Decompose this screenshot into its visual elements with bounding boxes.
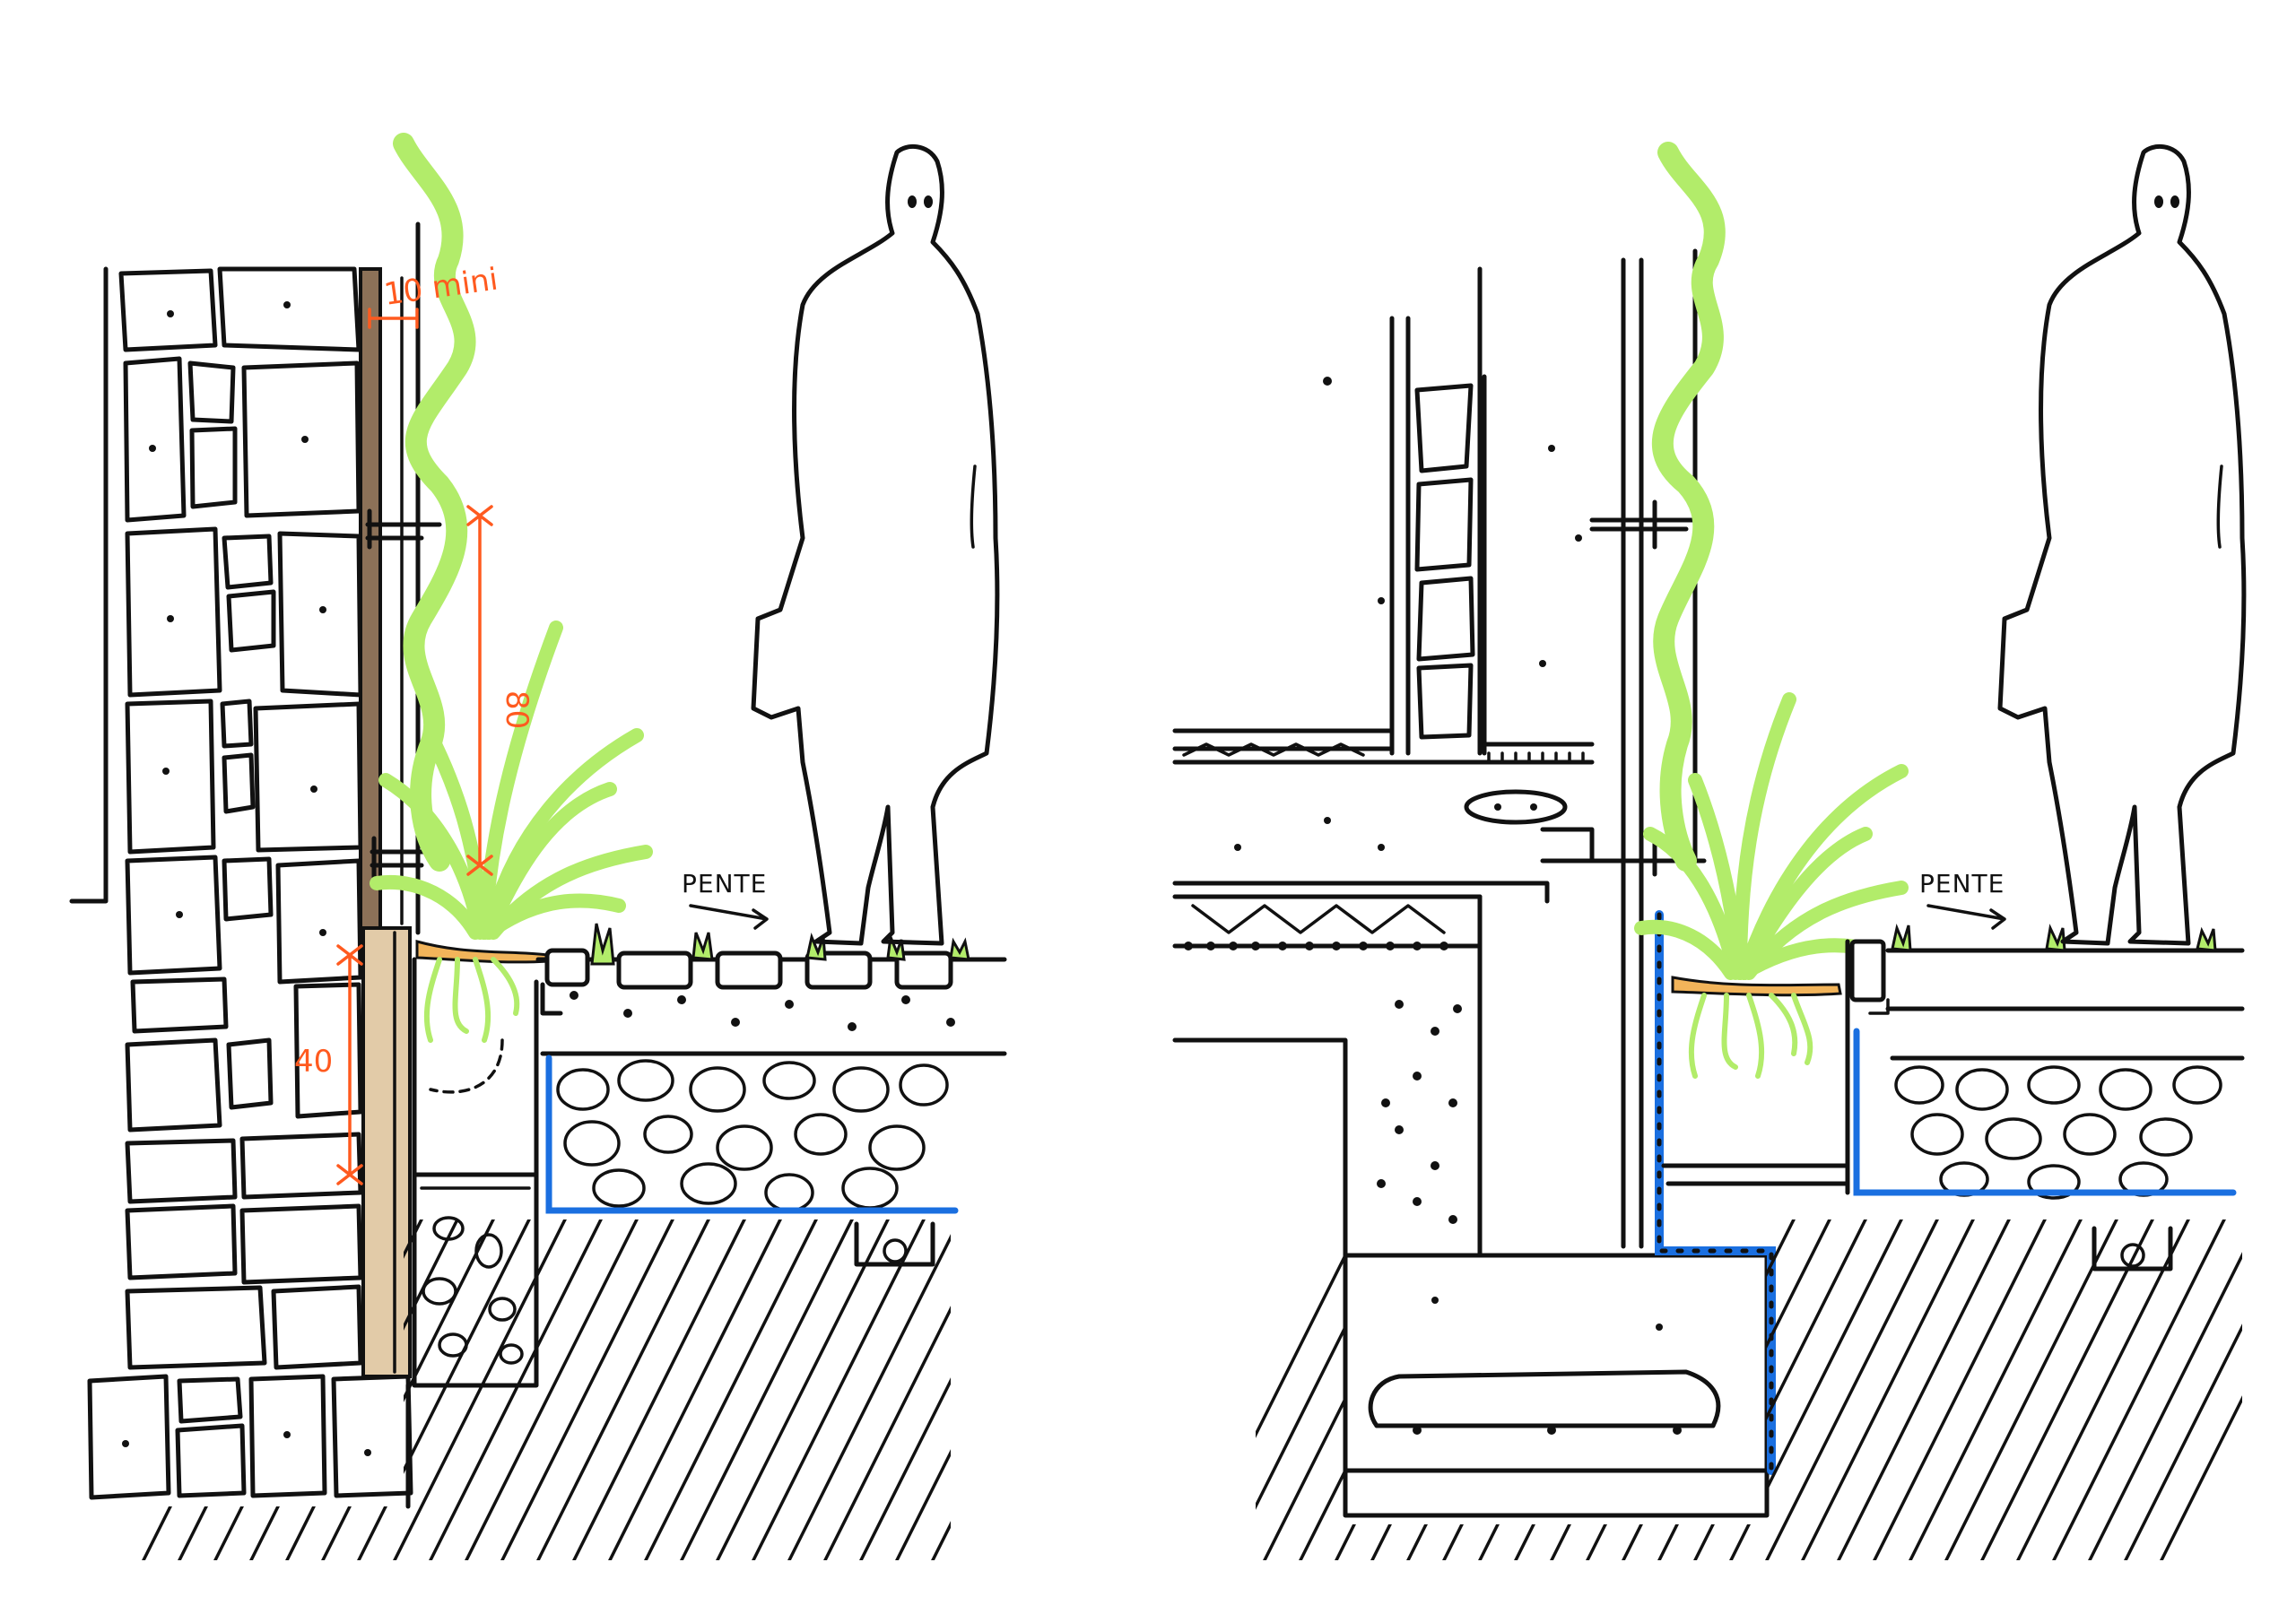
geotextile-membrane-right [1853,1028,2237,1196]
dimension-depth: 40 [294,944,363,1185]
geotextile-membrane [545,1055,959,1214]
bracket-lower [370,836,433,880]
grass-plant [370,621,653,940]
plant-roots-right [1688,993,1813,1079]
slope-annotation-right: PENTE [1919,869,2006,930]
drain-pipe-right [2092,1226,2173,1271]
slope-label-left: PENTE [682,869,767,898]
dimension-height-label: 80 [499,690,535,729]
dimension-gap-label: 10 mini [382,262,500,313]
dimension-depth-label: 40 [294,1044,333,1080]
right-section: PENTE [1172,142,2247,1560]
person-silhouette-right [1997,143,2247,946]
gravel-subbase-right [1894,1065,2222,1200]
wall-face-line [69,266,109,904]
masonry-wall [1389,266,1487,756]
waterproofing-membrane [1655,910,1776,1475]
plant-roots [423,957,520,1043]
bracket-upper [365,508,442,550]
paving-slabs [540,948,953,1016]
left-section: PENTE 10 mini 80 40 [69,133,1007,1560]
plant-bed-right [1671,976,1842,997]
bracket-upper-right [1589,499,1707,550]
person-silhouette [751,143,1000,946]
slope-annotation-left: PENTE [682,869,769,930]
climbing-plant-right [1651,142,1726,872]
foundation [1172,894,1770,1518]
gravel-drainage [422,1216,524,1365]
slope-label-right: PENTE [1919,869,2005,898]
stone-wall [87,266,413,1500]
concrete-wall [1621,257,1644,1249]
timber-cladding [359,267,382,930]
natural-ground-right [1256,1074,2242,1560]
floor-slab [1172,728,1595,950]
drain-pipe [854,1221,935,1267]
timber-board-base [361,926,412,1378]
paving-right [1868,948,2245,1061]
dimension-gap: 10 mini [368,262,500,329]
dimension-height: 80 [466,505,535,876]
gravel-subbase [556,1059,949,1212]
